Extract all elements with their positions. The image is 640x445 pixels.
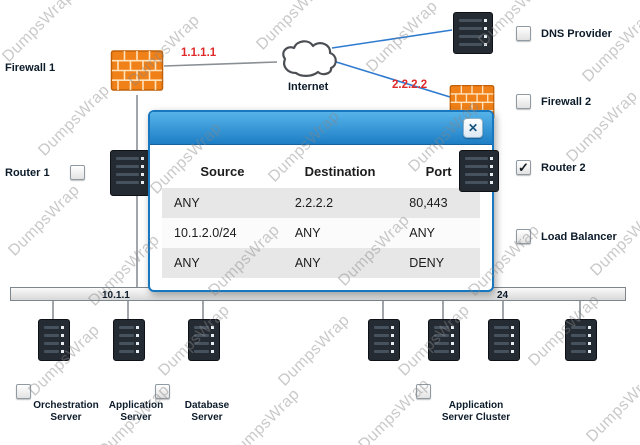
firewall-rules-table: Source Destination Port ANY 2.2.2.2 80,4…: [162, 155, 480, 278]
line-firewall1-internet: [163, 61, 278, 67]
load-balancer-checkbox[interactable]: [516, 229, 531, 244]
subnet-right-label: 24: [497, 290, 509, 301]
router2-label: Router 2: [541, 162, 586, 174]
rule-cell: ANY: [162, 248, 283, 278]
database-server-icon: [188, 319, 220, 361]
dns-provider-icon: [453, 12, 493, 54]
firewall1-ip-label: 1.1.1.1: [181, 47, 217, 59]
header-row: Source Destination Port: [162, 155, 480, 188]
orchestration-server-label: Orchestration Server: [33, 400, 99, 423]
internet-cloud-icon: [282, 40, 337, 77]
rule-cell: 2.2.2.2: [282, 188, 398, 218]
close-button[interactable]: ✕: [463, 118, 483, 138]
application-server-icon: [113, 319, 145, 361]
col-header-source: Source: [162, 155, 283, 188]
rule-cell: ANY: [162, 188, 283, 218]
rule-cell: ANY: [282, 218, 398, 248]
database-server-label: Database Server: [184, 400, 230, 423]
router1-icon: [110, 150, 150, 196]
firewall1-icon: [110, 50, 164, 91]
line-internet-dns: [331, 29, 453, 49]
load-balancer-label: Load Balancer: [541, 231, 617, 243]
rule-row: 10.1.2.0/24 ANY ANY: [162, 218, 480, 248]
line-internet-firewall2: [332, 60, 451, 98]
subnet-left-label: 10.1.1: [102, 290, 130, 301]
firewall1-label: Firewall 1: [5, 62, 56, 74]
orchestration-server-icon: [38, 319, 70, 361]
col-header-destination: Destination: [282, 155, 398, 188]
cluster-server-icon-2: [428, 319, 460, 361]
cluster-server-icon-4: [565, 319, 597, 361]
orchestration-server-checkbox[interactable]: [16, 384, 31, 399]
dns-provider-label: DNS Provider: [541, 28, 612, 40]
checkmark-icon: ✓: [518, 159, 529, 175]
cluster-server-icon-1: [368, 319, 400, 361]
rule-cell: 10.1.2.0/24: [162, 218, 283, 248]
router1-label: Router 1: [5, 167, 50, 179]
rule-cell: ANY: [282, 248, 398, 278]
rule-row: ANY ANY DENY: [162, 248, 480, 278]
database-server-checkbox[interactable]: [155, 384, 170, 399]
rule-cell: 80,443: [397, 188, 480, 218]
dialog-body: Source Destination Port ANY 2.2.2.2 80,4…: [150, 145, 492, 290]
router2-icon: [459, 150, 499, 192]
router1-checkbox[interactable]: [70, 165, 85, 180]
rule-cell: DENY: [397, 248, 480, 278]
cluster-server-icon-3: [488, 319, 520, 361]
router2-checkbox[interactable]: ✓: [516, 160, 531, 175]
firewall-rules-dialog: ✕ Source Destination Port ANY 2.2.2.2 80…: [148, 110, 494, 292]
firewall2-ip-label: 2.2.2.2: [392, 79, 428, 91]
dns-provider-checkbox[interactable]: [516, 26, 531, 41]
dialog-header: ✕: [150, 112, 492, 145]
rule-row: ANY 2.2.2.2 80,443: [162, 188, 480, 218]
rule-cell: ANY: [397, 218, 480, 248]
firewall2-checkbox[interactable]: [516, 94, 531, 109]
application-server-label: Application Server: [108, 400, 164, 423]
firewall2-label: Firewall 2: [541, 96, 592, 108]
internet-label: Internet: [288, 81, 329, 93]
application-server-cluster-checkbox[interactable]: [416, 384, 431, 399]
application-server-cluster-label: Application Server Cluster: [441, 400, 511, 423]
